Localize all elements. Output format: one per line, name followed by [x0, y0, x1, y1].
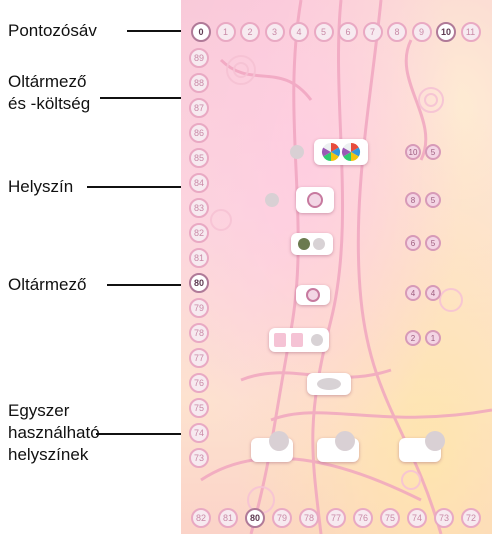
score-pip: 2 [405, 330, 421, 346]
label-oneshot-1: Egyszer [8, 400, 69, 422]
gray-token [269, 431, 289, 451]
gray-tokens-icon [307, 373, 351, 395]
score-pip: 4 [425, 285, 441, 301]
score-pip: 6 [405, 235, 421, 251]
label-oneshot-3: helyszínek [8, 444, 88, 466]
score-track-space: 77 [326, 508, 346, 528]
score-track-space: 74 [189, 423, 209, 443]
color-cost-icon [314, 139, 368, 165]
score-track-space: 84 [189, 173, 209, 193]
score-track-space: 82 [189, 223, 209, 243]
score-track-space: 1 [216, 22, 236, 42]
score-pip: 10 [405, 144, 421, 160]
ribbon-icons [269, 328, 329, 352]
score-track-space: 10 [436, 22, 456, 42]
location-icon [296, 187, 334, 213]
score-track-space: 7 [363, 22, 383, 42]
location-slot [291, 233, 333, 255]
label-altar-field: Oltármező [8, 274, 86, 296]
score-track-space: 4 [289, 22, 309, 42]
altar-icon [296, 285, 330, 305]
score-track-space: 85 [189, 148, 209, 168]
location-slot [296, 187, 334, 213]
score-track-space: 72 [461, 508, 481, 528]
score-track-space: 77 [189, 348, 209, 368]
score-pip: 5 [425, 144, 441, 160]
score-track-space: 88 [189, 73, 209, 93]
label-location: Helyszín [8, 176, 73, 198]
score-track-space: 89 [189, 48, 209, 68]
label-altar-cost-2: és -költség [8, 93, 90, 115]
score-pip: 5 [425, 235, 441, 251]
score-track-space: 81 [189, 248, 209, 268]
location-slot [307, 373, 351, 395]
score-track-space: 75 [380, 508, 400, 528]
gray-token [425, 431, 445, 451]
gray-token [265, 193, 279, 207]
score-track-space: 80 [189, 273, 209, 293]
score-track-space: 74 [407, 508, 427, 528]
score-pip: 8 [405, 192, 421, 208]
label-altar-cost-1: Oltármező [8, 71, 86, 93]
score-track-space: 3 [265, 22, 285, 42]
score-track-space: 76 [353, 508, 373, 528]
score-track-space: 78 [189, 323, 209, 343]
gray-token [335, 431, 355, 451]
score-track-space: 73 [434, 508, 454, 528]
token-pair-icon [291, 233, 333, 255]
score-track-space: 86 [189, 123, 209, 143]
score-track-space: 79 [189, 298, 209, 318]
score-track-space: 80 [245, 508, 265, 528]
score-track-space: 0 [191, 22, 211, 42]
score-track-space: 2 [240, 22, 260, 42]
score-track-space: 5 [314, 22, 334, 42]
score-track-space: 6 [338, 22, 358, 42]
score-track-space: 87 [189, 98, 209, 118]
location-slot [269, 328, 329, 352]
score-track-space: 11 [461, 22, 481, 42]
score-track-space: 76 [189, 373, 209, 393]
score-track-space: 73 [189, 448, 209, 468]
score-track-space: 81 [218, 508, 238, 528]
gray-token [290, 145, 304, 159]
altar-field-slot [296, 285, 330, 305]
score-track-space: 8 [387, 22, 407, 42]
score-track-space: 82 [191, 508, 211, 528]
score-track-space: 9 [412, 22, 432, 42]
label-oneshot-2: használható [8, 422, 100, 444]
score-pip: 5 [425, 192, 441, 208]
altar-cost-slot [314, 139, 368, 165]
score-track-space: 78 [299, 508, 319, 528]
score-track-space: 75 [189, 398, 209, 418]
score-track-space: 83 [189, 198, 209, 218]
score-track-space: 79 [272, 508, 292, 528]
label-score-track: Pontozósáv [8, 20, 97, 42]
score-pip: 4 [405, 285, 421, 301]
score-pip: 1 [425, 330, 441, 346]
